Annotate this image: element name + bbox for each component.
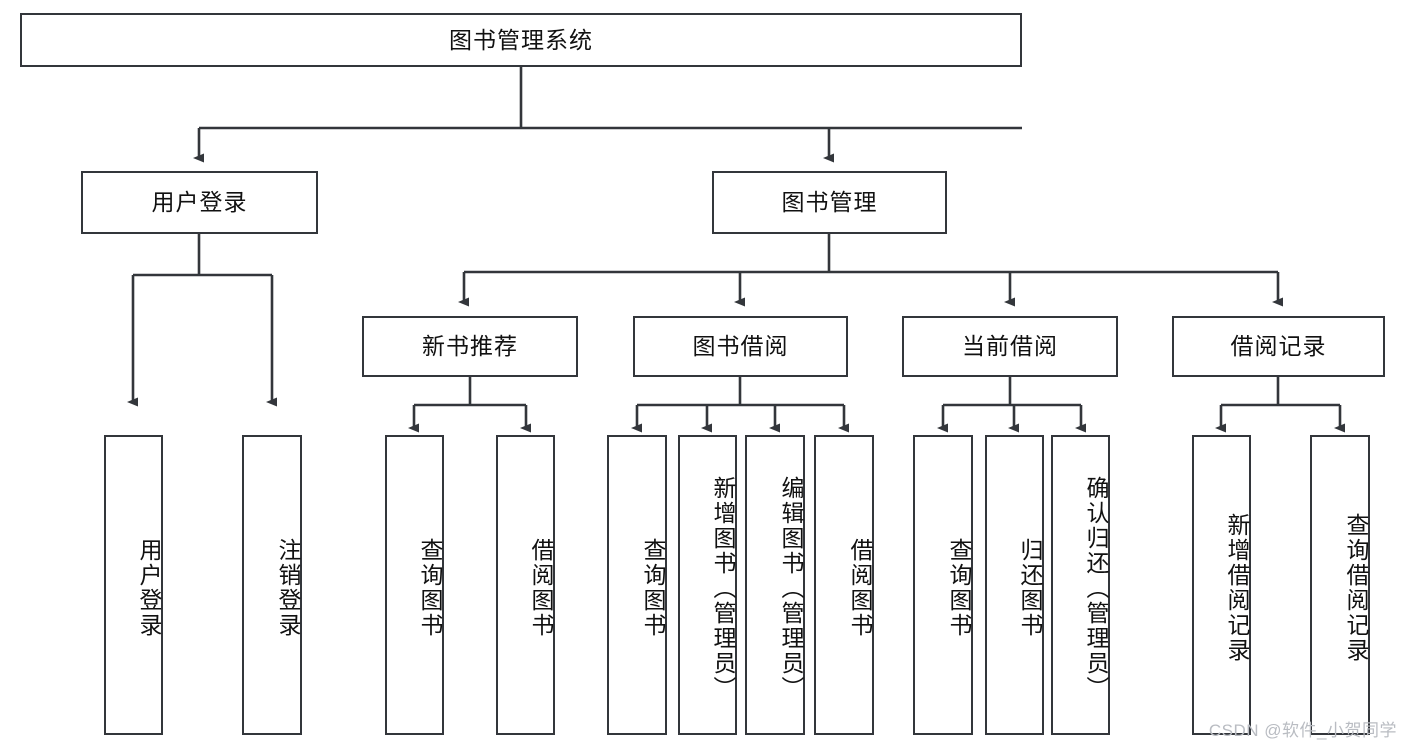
- node-new-book-recommend-label: 新书推荐: [422, 333, 518, 360]
- node-leaf-add-record[interactable]: 新增借阅记录: [1192, 435, 1251, 735]
- node-book-borrow[interactable]: 图书借阅: [633, 316, 848, 377]
- node-leaf-borrow-book-1[interactable]: 借阅图书: [496, 435, 555, 735]
- node-leaf-confirm-return-label: 确认归还（管理员）: [1083, 475, 1109, 701]
- node-leaf-query-record[interactable]: 查询借阅记录: [1310, 435, 1370, 735]
- node-leaf-query-book-2[interactable]: 查询图书: [607, 435, 667, 735]
- node-book-manage[interactable]: 图书管理: [712, 171, 947, 234]
- node-leaf-user-login-label: 用户登录: [136, 538, 162, 638]
- node-leaf-query-record-label: 查询借阅记录: [1343, 513, 1369, 663]
- csdn-watermark: CSDN @软件_小贺同学: [1208, 721, 1397, 740]
- node-root[interactable]: 图书管理系统: [20, 13, 1022, 67]
- node-leaf-query-book-1[interactable]: 查询图书: [385, 435, 444, 735]
- node-leaf-return-book[interactable]: 归还图书: [985, 435, 1044, 735]
- node-new-book-recommend[interactable]: 新书推荐: [362, 316, 578, 377]
- node-leaf-edit-book[interactable]: 编辑图书（管理员）: [745, 435, 805, 735]
- node-leaf-borrow-book-1-label: 借阅图书: [528, 538, 554, 638]
- node-book-borrow-label: 图书借阅: [692, 333, 789, 360]
- node-leaf-add-book-label: 新增图书（管理员）: [710, 475, 736, 701]
- node-leaf-user-logout[interactable]: 注销登录: [242, 435, 302, 735]
- node-leaf-query-book-3[interactable]: 查询图书: [913, 435, 973, 735]
- node-user-login-label: 用户登录: [151, 189, 248, 216]
- node-leaf-confirm-return[interactable]: 确认归还（管理员）: [1051, 435, 1110, 735]
- node-current-borrow-label: 当前借阅: [962, 333, 1058, 360]
- node-leaf-return-book-label: 归还图书: [1017, 538, 1043, 638]
- node-leaf-add-book[interactable]: 新增图书（管理员）: [678, 435, 737, 735]
- node-user-login[interactable]: 用户登录: [81, 171, 318, 234]
- node-leaf-borrow-book-2-label: 借阅图书: [847, 538, 873, 638]
- node-book-manage-label: 图书管理: [781, 189, 878, 216]
- node-leaf-edit-book-label: 编辑图书（管理员）: [778, 475, 804, 701]
- node-current-borrow[interactable]: 当前借阅: [902, 316, 1118, 377]
- node-borrow-record[interactable]: 借阅记录: [1172, 316, 1385, 377]
- node-root-label: 图书管理系统: [449, 26, 593, 53]
- node-leaf-query-book-3-label: 查询图书: [946, 538, 972, 638]
- node-leaf-borrow-book-2[interactable]: 借阅图书: [814, 435, 874, 735]
- node-leaf-user-logout-label: 注销登录: [275, 538, 301, 638]
- node-leaf-add-record-label: 新增借阅记录: [1224, 513, 1250, 663]
- node-leaf-query-book-2-label: 查询图书: [640, 538, 666, 638]
- node-leaf-user-login[interactable]: 用户登录: [104, 435, 163, 735]
- node-borrow-record-label: 借阅记录: [1230, 333, 1327, 360]
- node-leaf-query-book-1-label: 查询图书: [417, 538, 443, 638]
